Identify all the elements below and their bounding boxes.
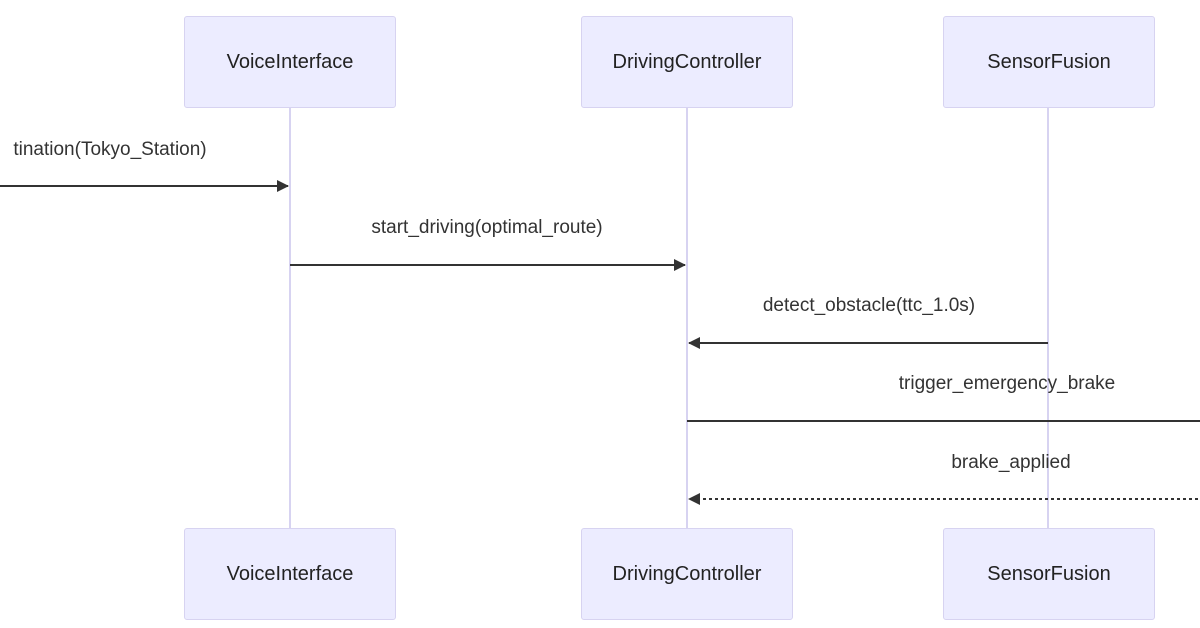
message-label-2: start_driving(optimal_route) <box>371 217 603 238</box>
actor-label: SensorFusion <box>987 562 1111 585</box>
actor-box-voiceinterface-bottom: VoiceInterface <box>184 528 396 620</box>
actor-box-voiceinterface-top: VoiceInterface <box>184 16 396 108</box>
actor-label: DrivingController <box>612 50 762 73</box>
message-label-1: tination(Tokyo_Station) <box>13 139 207 160</box>
actor-label: SensorFusion <box>987 50 1111 73</box>
message-label-4: trigger_emergency_brake <box>898 373 1116 394</box>
actor-box-drivingcontroller-bottom: DrivingController <box>581 528 793 620</box>
actor-label: VoiceInterface <box>226 562 354 585</box>
actor-label: VoiceInterface <box>226 50 354 73</box>
actor-box-sensorfusion-top: SensorFusion <box>943 16 1155 108</box>
actor-box-sensorfusion-bottom: SensorFusion <box>943 528 1155 620</box>
message-label-5: brake_applied <box>951 452 1071 473</box>
actor-label: DrivingController <box>612 562 762 585</box>
actor-box-drivingcontroller-top: DrivingController <box>581 16 793 108</box>
message-label-3: detect_obstacle(ttc_1.0s) <box>762 295 976 316</box>
